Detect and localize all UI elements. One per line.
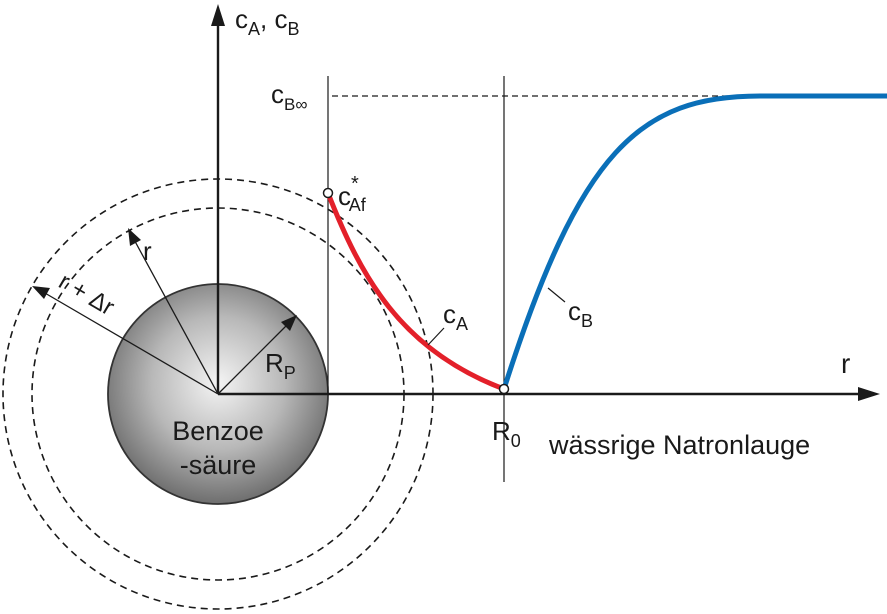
caf-marker	[322, 187, 334, 199]
radius-r-label: r	[143, 236, 152, 266]
x-axis-label: r	[841, 348, 850, 379]
y-axis-label: cA, cB	[235, 4, 299, 39]
cb-curve	[501, 93, 887, 390]
x-axis-arrowhead	[858, 387, 880, 401]
ca-curve	[325, 190, 507, 392]
r0-marker	[498, 383, 510, 395]
radius-rp-arrowhead	[281, 315, 297, 331]
radius-r-delta-arrowhead	[32, 286, 50, 299]
sphere-label-line2: -säure	[180, 450, 257, 480]
cb-leader	[547, 287, 566, 303]
sphere-label-line1: Benzoe	[172, 416, 264, 446]
ca-leader	[427, 327, 445, 346]
caf-label: c*Af	[338, 173, 367, 215]
medium-label: wässrige Natronlauge	[548, 430, 810, 460]
radius-r-arrowhead	[128, 228, 141, 246]
ca-label: cA	[443, 299, 468, 334]
cb-label: cB	[568, 296, 593, 331]
rp-label: RP	[265, 348, 296, 383]
r0-label: R0	[492, 416, 521, 451]
y-axis-arrowhead	[211, 4, 225, 26]
radius-r-delta-arrow	[37, 288, 219, 395]
radius-rp-arrow	[217, 319, 293, 395]
radius-delta-label: r + Δr	[54, 268, 119, 321]
radius-r-arrow	[130, 233, 219, 395]
cb-inf-label: cB∞	[271, 79, 307, 114]
